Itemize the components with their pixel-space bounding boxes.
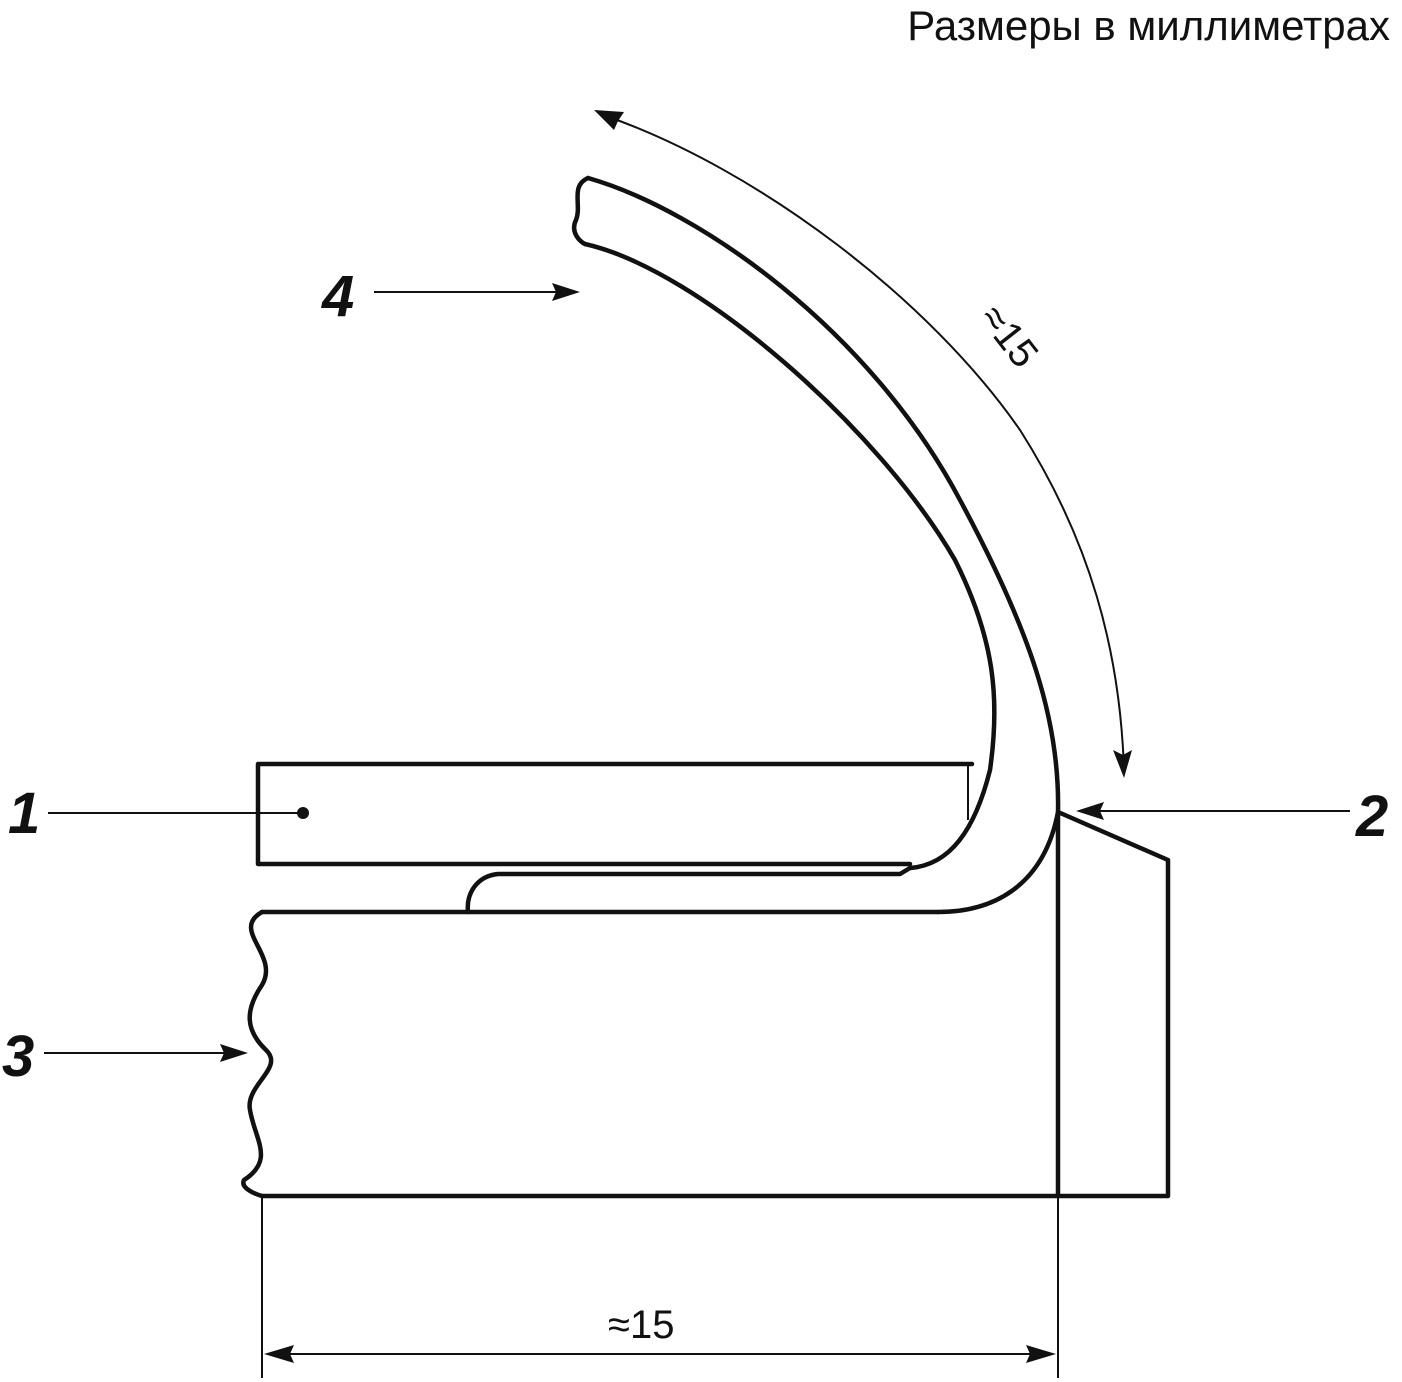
arc-dimension-arrow-start: [594, 110, 624, 130]
callout-2: 2: [1076, 784, 1388, 849]
break-line: [241, 909, 274, 1199]
plate-center-dot: [297, 807, 309, 819]
callout-1-label: 1: [8, 781, 40, 846]
callout-4: 4: [321, 264, 580, 329]
base-block-outline: [259, 809, 1171, 1199]
callout-3-label: 3: [2, 1024, 34, 1089]
callout-4-arrow: [552, 283, 580, 301]
base-block: [241, 809, 1171, 1199]
arc-dimension-arrow-end: [1113, 750, 1132, 778]
strip-tip: [571, 175, 591, 247]
base-dimension-arrow-right: [1026, 1345, 1056, 1363]
callout-2-label: 2: [1355, 784, 1388, 849]
base-dimension-label: ≈15: [608, 1303, 674, 1347]
upper-plate: [255, 761, 975, 867]
units-note: Размеры в миллиметрах: [907, 2, 1390, 49]
callout-2-arrow: [1076, 802, 1104, 820]
callout-4-label: 4: [321, 264, 354, 329]
strip-fold: [465, 865, 913, 915]
bent-strip: [465, 175, 1061, 915]
arc-dimension-label: ≈15: [971, 296, 1047, 375]
strip-inner-edge: [582, 241, 997, 871]
callout-1: 1: [8, 781, 300, 846]
callout-3-arrow: [220, 1044, 248, 1062]
callout-3: 3: [2, 1024, 248, 1089]
arc-dimension-line: [605, 115, 1125, 771]
upper-plate-outline: [255, 761, 975, 867]
base-dimension: ≈15: [261, 1196, 1059, 1378]
arc-dimension: ≈15: [594, 110, 1132, 778]
base-dimension-arrow-left: [264, 1345, 294, 1363]
strip-outer-edge: [585, 175, 1061, 915]
